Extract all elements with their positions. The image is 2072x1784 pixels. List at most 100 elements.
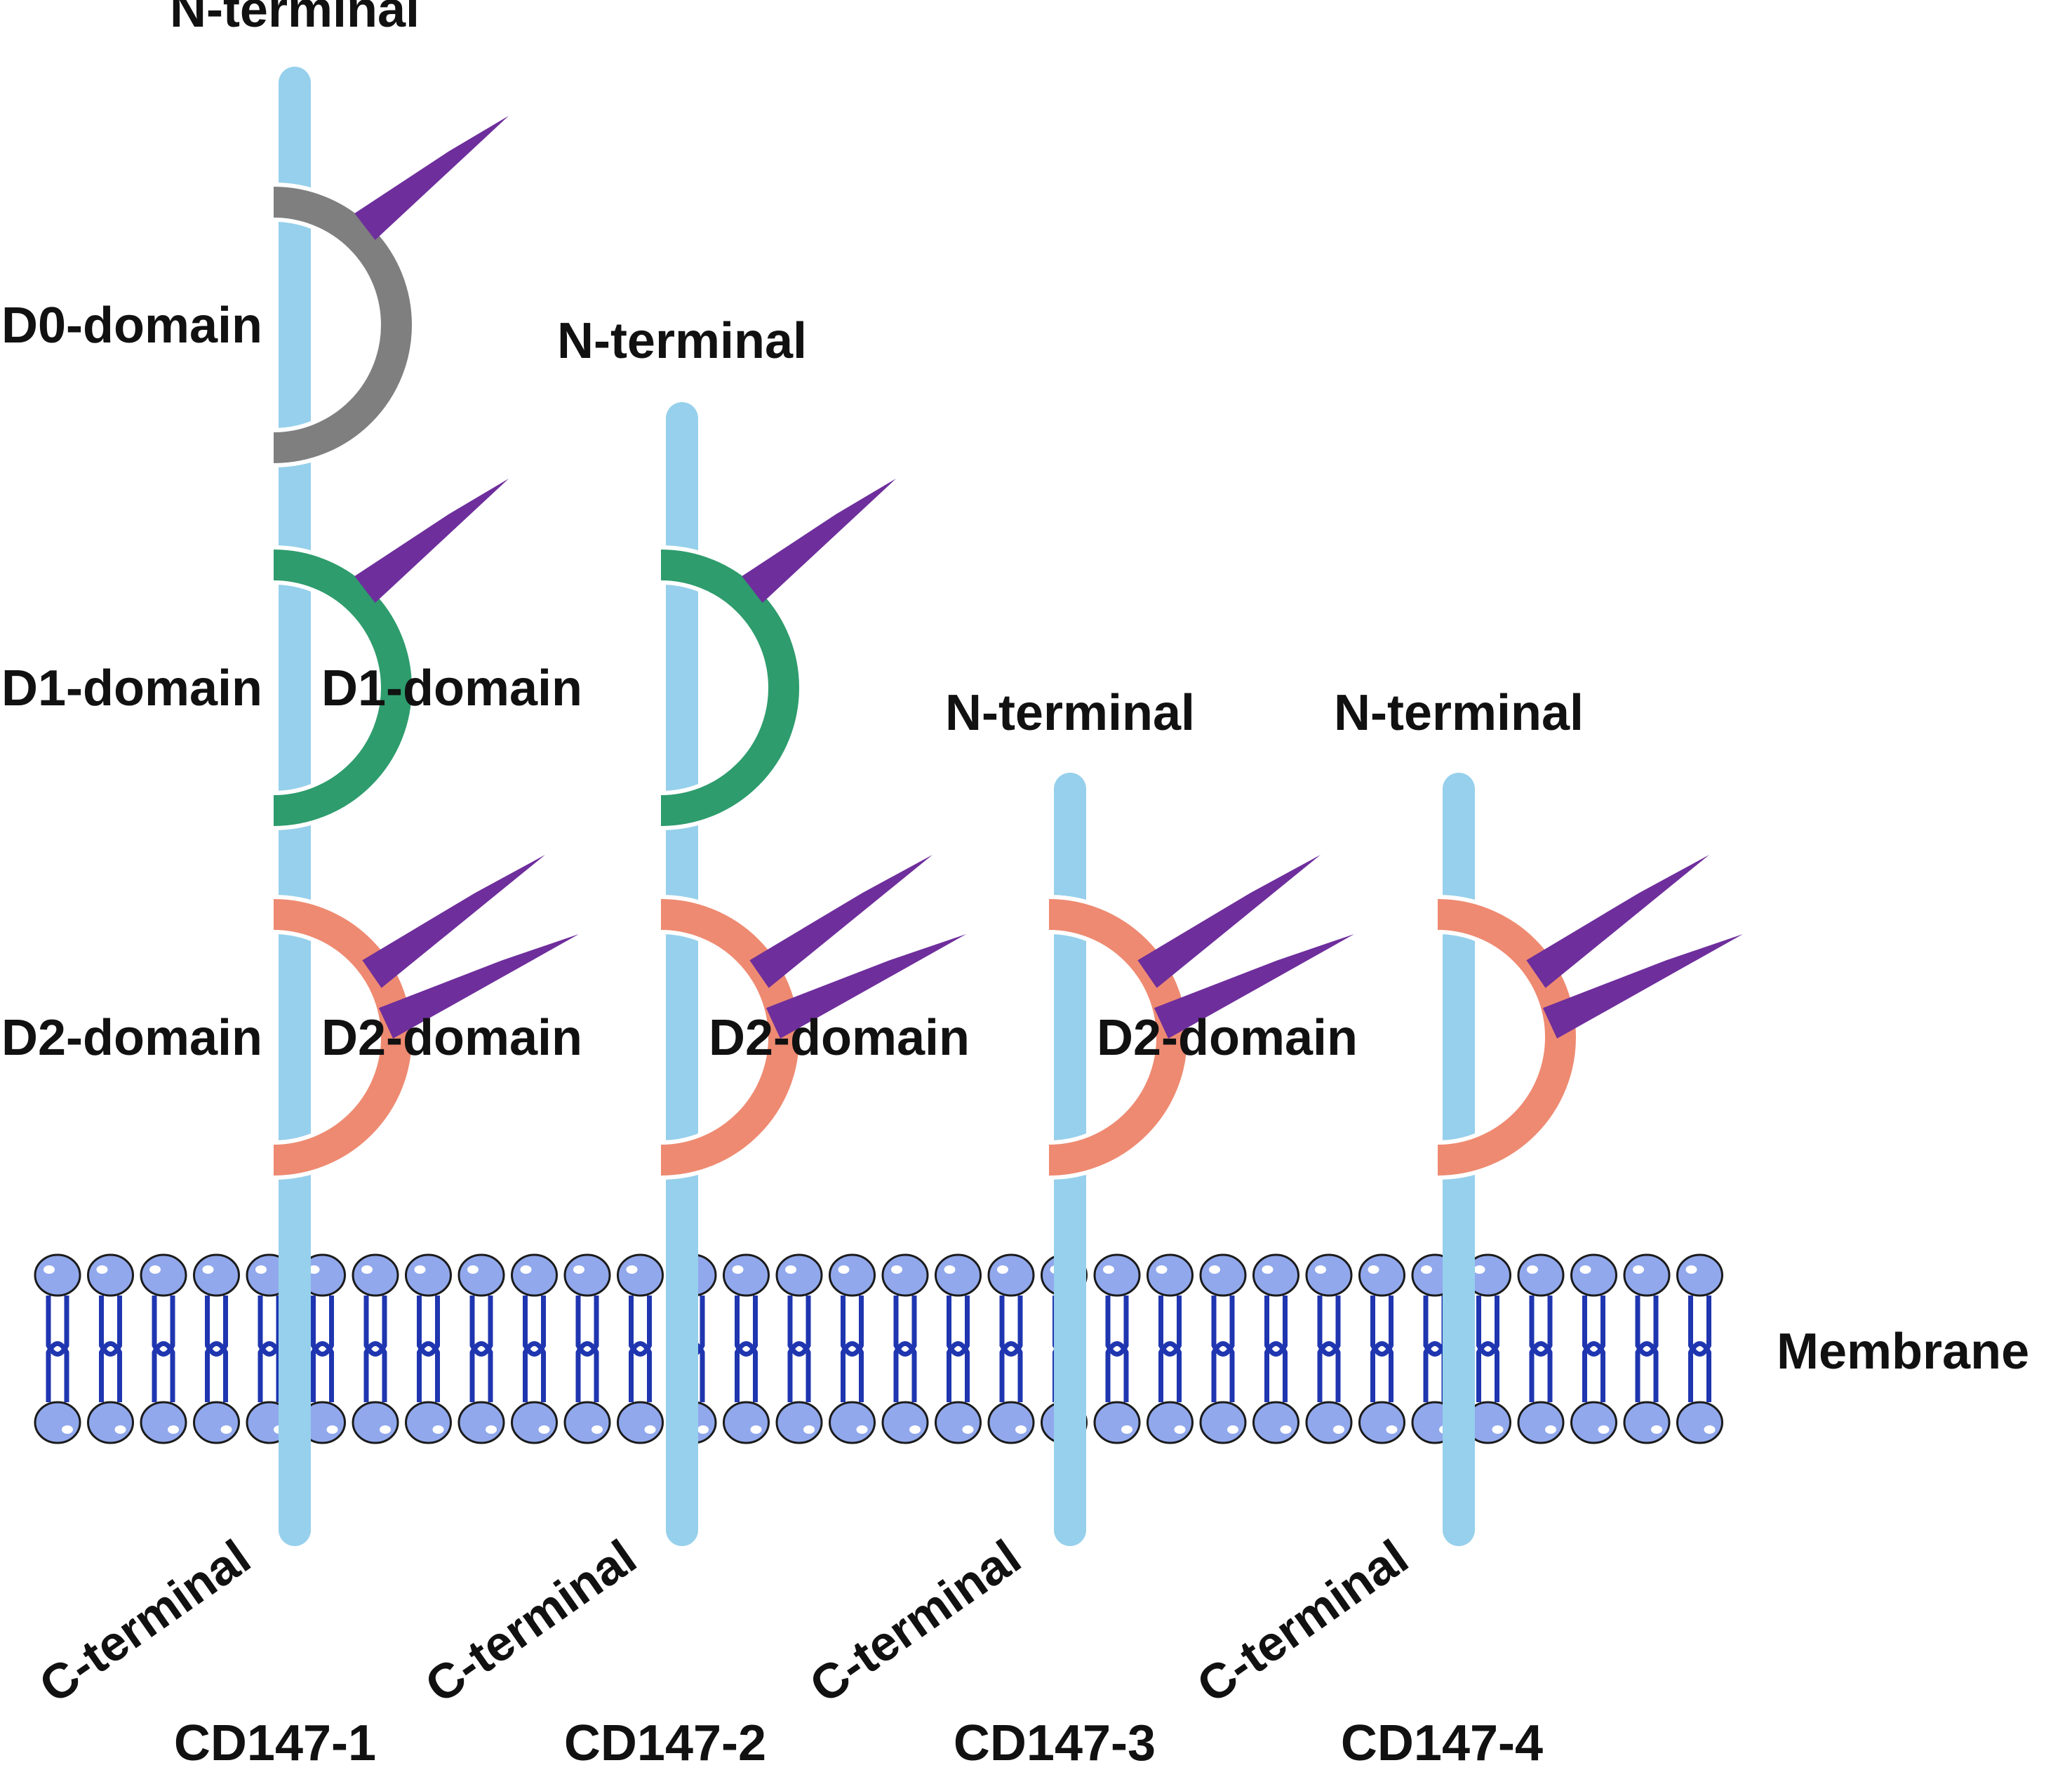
lipid-tail [787,1296,811,1357]
lipid-head-highlight [1333,1425,1344,1434]
d1-domain-arc [660,550,799,826]
lipid-head [352,1401,399,1444]
lipid-head-highlight [1315,1265,1326,1274]
phospholipid [299,1253,346,1444]
lipid-tail [1635,1296,1659,1357]
lipid-head-highlight [573,1265,584,1274]
lipid-head [1517,1253,1565,1297]
lipid-head-highlight [1156,1265,1168,1274]
phospholipid [935,1253,982,1444]
n-terminal-label: N-terminal [945,685,1195,741]
lipid-head-highlight [220,1425,232,1434]
phospholipid [1517,1253,1565,1444]
lipid-head [1252,1401,1299,1444]
lipid-tail [311,1341,334,1402]
lipid-head-highlight [1492,1425,1504,1434]
glycan-chain [766,934,966,1039]
lipid-head-highlight [168,1425,179,1434]
lipid-head [1623,1253,1671,1297]
d1-domain-label: D1-domain [321,660,582,717]
lipid-head [723,1401,770,1444]
lipid-tail [258,1341,281,1402]
glycan-chain [354,479,509,604]
lipid-head [1676,1253,1723,1297]
lipid-head-highlight [538,1425,550,1434]
lipid-head-highlight [750,1425,762,1434]
lipid-head-highlight [44,1265,55,1274]
lipid-head-highlight [962,1425,974,1434]
lipid-tail [1370,1341,1393,1402]
lipid-head [1623,1401,1671,1444]
lipid-tail [152,1296,175,1357]
lipid-tail [575,1296,599,1357]
lipid-head-highlight [361,1265,373,1274]
glycan-chain [362,855,545,988]
glycan-chain [749,855,933,988]
lipid-head-highlight [909,1425,921,1434]
lipid-tail [893,1296,917,1357]
lipid-tail [46,1296,69,1357]
isoform-cd147-2: D1-domainD2-domainN-terminalC-terminalCD… [321,313,966,1771]
lipid-head [1570,1401,1617,1444]
lipid-tail [787,1341,811,1402]
lipid-head [1676,1401,1723,1444]
glycan-chain [1542,934,1743,1039]
d2-domain-label: D2-domain [321,1010,582,1066]
lipid-head-highlight [803,1425,815,1434]
lipid-tail [1264,1296,1288,1357]
phospholipid [457,1253,505,1444]
lipid-tail [575,1341,599,1402]
glycan-chain [1137,855,1321,988]
d2-domain-arc [1437,899,1576,1176]
phospholipid [881,1253,929,1444]
lipid-head [775,1253,823,1297]
lipid-head [829,1253,876,1297]
lipid-head-highlight [432,1425,444,1434]
lipid-tail [1105,1296,1129,1357]
phospholipid [87,1253,134,1444]
isoform-name: CD147-1 [174,1715,376,1771]
lipid-head [617,1253,664,1297]
phospholipid [352,1253,399,1444]
lipid-tail [152,1341,175,1402]
lipid-head-highlight [326,1425,338,1434]
d2-domain-arc [660,899,799,1176]
lipid-head [775,1401,823,1444]
d2-domain-arc [273,899,412,1176]
lipid-head-highlight [1473,1265,1485,1274]
lipid-head-highlight [1704,1425,1716,1434]
lipid-tail [1635,1341,1659,1402]
phospholipid [1093,1253,1141,1444]
lipid-tail [841,1296,864,1357]
isoform-name: CD147-2 [564,1715,766,1771]
lipid-head [457,1253,505,1297]
lipid-head-highlight [697,1425,709,1434]
lipid-tail [469,1341,493,1402]
lipid-head [193,1253,240,1297]
lipid-head [457,1401,505,1444]
phospholipid [829,1253,876,1444]
membrane-label: Membrane [1777,1324,2029,1380]
lipid-tail [1370,1296,1393,1357]
lipid-head-highlight [1527,1265,1538,1274]
lipid-head-highlight [1015,1425,1027,1434]
phospholipid [563,1253,611,1444]
lipid-head-highlight [1227,1425,1238,1434]
lipid-head [1093,1253,1141,1297]
lipid-head [405,1401,452,1444]
lipid-head-highlight [732,1265,744,1274]
phospholipid [193,1253,240,1444]
lipid-tail [1158,1341,1182,1402]
lipid-head [1358,1401,1405,1444]
lipid-tail [629,1341,652,1402]
lipid-head-highlight [380,1425,391,1434]
lipid-tail [417,1296,440,1357]
lipid-tail [1476,1296,1499,1357]
lipid-head [405,1253,452,1297]
lipid-tail [46,1341,69,1402]
lipid-head [563,1253,611,1297]
phospholipid [1305,1253,1353,1444]
lipid-tail [1317,1296,1341,1357]
